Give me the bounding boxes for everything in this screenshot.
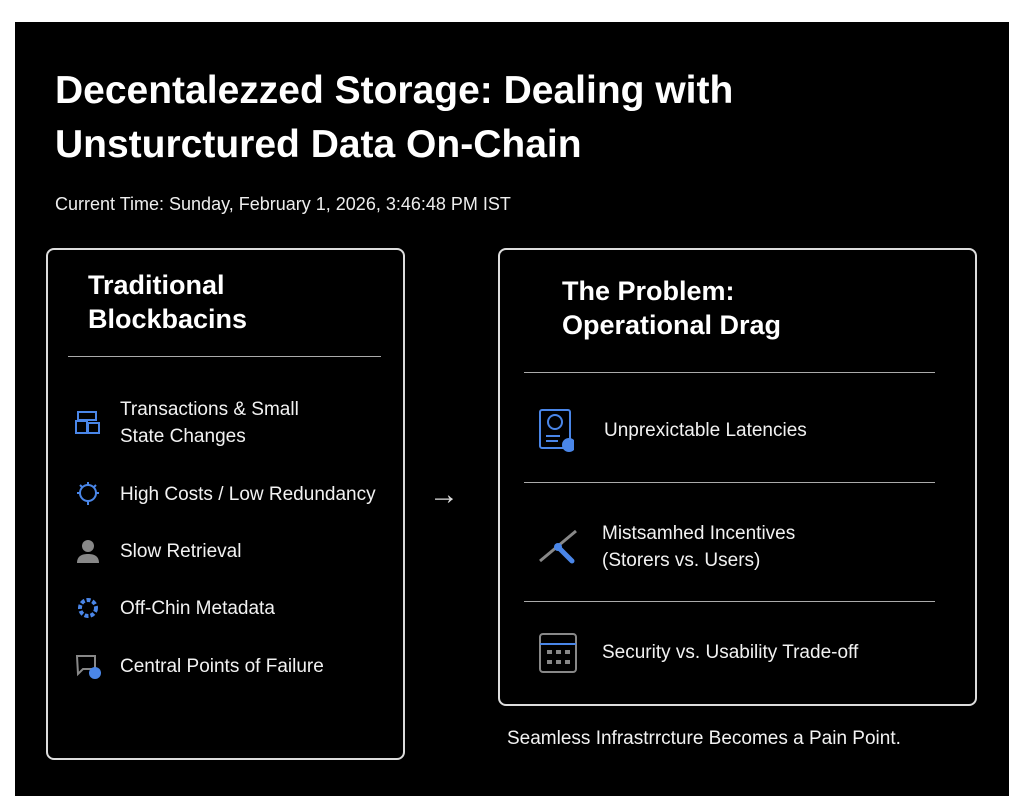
document-clock-icon — [539, 409, 574, 452]
item-label: Off-Chin Metadata — [120, 597, 275, 619]
chat-alert-icon — [75, 655, 101, 679]
item-label: Slow Retrieval — [120, 540, 242, 562]
item-label: Central Points of Failure — [120, 655, 324, 677]
item-label: Mistsamhed Incentives (Storers vs. Users… — [602, 523, 796, 571]
divider — [68, 356, 381, 357]
list-item: Central Points of Failure — [74, 652, 324, 680]
calendar-icon — [539, 633, 577, 673]
list-item: Off-Chin Metadata — [74, 594, 275, 622]
item-label: High Costs / Low Redundancy — [120, 483, 376, 505]
list-item: Unprexictable Latencies — [538, 408, 807, 452]
problem-card: The Problem: Operational Drag Unprexicta… — [498, 248, 977, 706]
person-pin-icon — [77, 540, 99, 563]
page-title: Decentalezzed Storage: Dealing with Unst… — [55, 69, 734, 166]
tools-icon — [539, 529, 577, 564]
card-title: Traditional Blockbacins — [88, 270, 248, 334]
item-label: Security vs. Usability Trade-off — [602, 641, 859, 663]
slide: Decentalezzed Storage: Dealing with Unst… — [15, 22, 1009, 796]
divider — [524, 482, 935, 483]
item-label: Unprexictable Latencies — [604, 419, 807, 441]
list-item: Slow Retrieval — [74, 537, 241, 565]
card-title: The Problem: Operational Drag — [562, 276, 782, 340]
current-time: Current Time: Sunday, February 1, 2026, … — [55, 194, 511, 214]
traditional-blockchains-card: Traditional Blockbacins Transactions & S… — [46, 248, 405, 760]
blocks-icon — [75, 411, 100, 434]
gear-bulb-icon — [77, 482, 99, 505]
list-item: High Costs / Low Redundancy — [74, 480, 376, 508]
list-item: Security vs. Usability Trade-off — [538, 630, 858, 674]
gear-icon — [78, 598, 98, 618]
item-label: Transactions & Small State Changes — [120, 399, 299, 447]
arrow-icon: → — [429, 478, 459, 511]
footer-caption: Seamless Infrastrrcture Becomes a Pain P… — [507, 728, 901, 749]
list-item: Transactions & Small State Changes — [74, 396, 374, 450]
list-item: Mistsamhed Incentives (Storers vs. Users… — [536, 520, 842, 574]
divider — [524, 372, 935, 373]
divider — [524, 601, 935, 602]
